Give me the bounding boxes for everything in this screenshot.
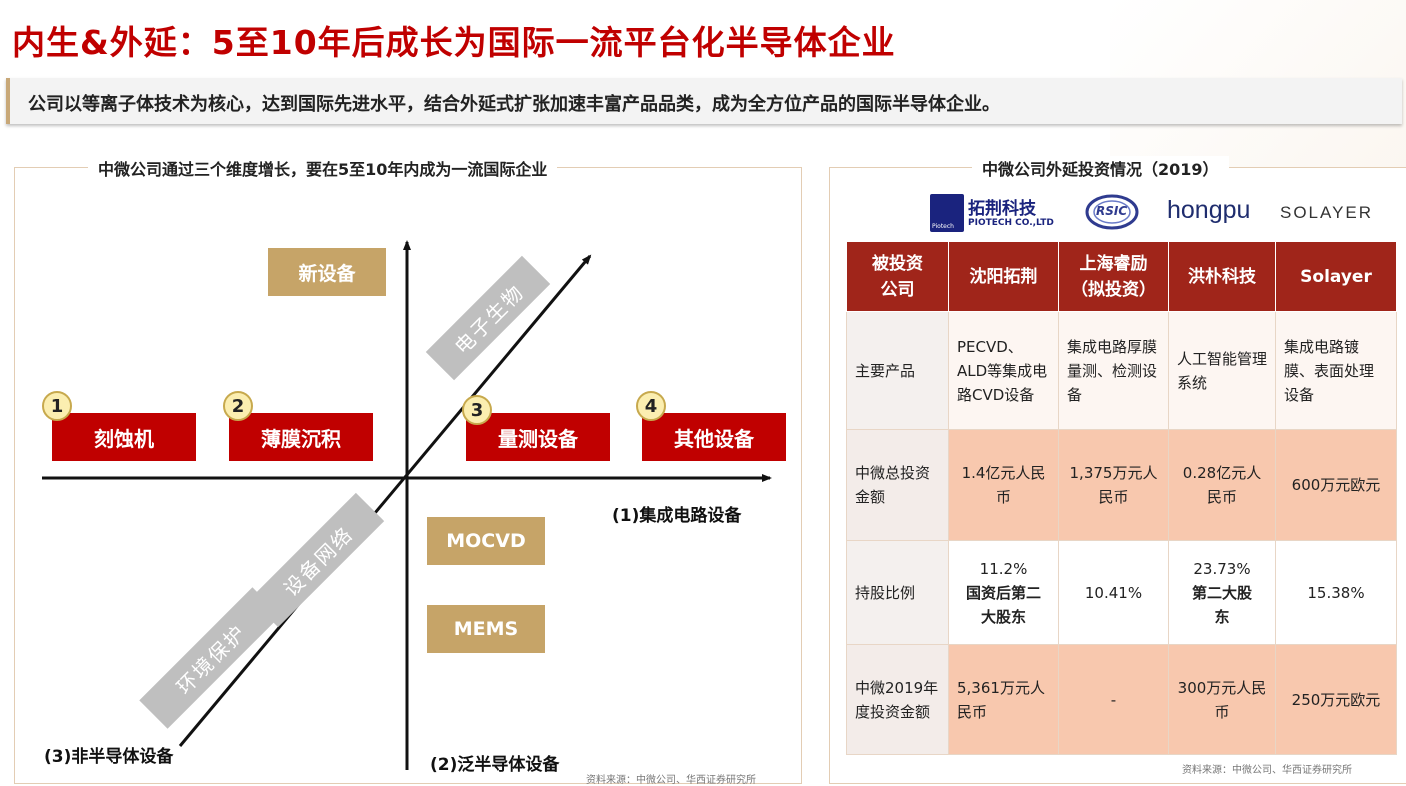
header-hongpu: 洪朴科技 [1168,241,1276,312]
subtitle-bar: 公司以等离子体技术为核心，达到国际先进水平，结合外延式扩张加速丰富产品品类，成为… [6,78,1402,124]
table-cell: 23.73% 第二大股东 [1168,540,1276,645]
shareholding-value: 23.73% [1193,559,1251,578]
table-cell: 集成电路镀膜、表面处理设备 [1275,311,1397,430]
table-cell: 集成电路厚膜量测、检测设备 [1058,311,1169,430]
page-title: 内生&外延：5至10年后成长为国际一流平台化半导体企业 [12,23,896,62]
pan-semi-axis-label: (2)泛半导体设备 [430,755,560,775]
thin-film-deposition-box: 薄膜沉积 [229,413,373,461]
rsic-logo-swirl [1085,194,1139,230]
mocvd-box: MOCVD [427,517,545,565]
number-badge-1: 1 [42,391,72,421]
row-label-total-investment: 中微总投资金额 [846,429,949,541]
table-cell: 300万元人民币 [1168,644,1276,755]
shareholding-note: 第二大股东 [1192,583,1253,626]
table-cell: - [1058,644,1169,755]
shareholding-value: 11.2% [979,559,1028,578]
row-label-shareholding: 持股比例 [846,540,949,645]
table-cell: 600万元欧元 [1275,429,1397,541]
etching-machine-label: 刻蚀机 [94,426,154,451]
other-equipment-label: 其他设备 [674,426,754,451]
number-badge-2: 2 [223,391,253,421]
piotech-logo: Piotech 拓荆科技 PIOTECH CO.,LTD [930,194,1058,234]
table-cell: 1,375万元人民币 [1058,429,1169,541]
table-row: 中微2019年度投资金额 5,361万元人民币 - 300万元人民币 250万元… [846,644,1397,755]
table-cell: 1.4亿元人民币 [948,429,1059,541]
table-row: 持股比例 11.2% 国资后第二大股东 10.41% 23.73% 第二大股东 … [846,540,1397,645]
rsic-logo-text: RSIC [1096,204,1128,218]
investment-table: 被投资公司 沈阳拓荆 上海睿励（拟投资） 洪朴科技 Solayer 主要产品 P… [846,241,1397,755]
metrology-equipment-label: 量测设备 [498,426,578,451]
other-equipment-box: 其他设备 [642,413,786,461]
mems-box: MEMS [427,605,545,653]
header-piotech: 沈阳拓荆 [948,241,1059,312]
table-cell: 5,361万元人民币 [948,644,1059,755]
ic-equipment-axis-label: (1)集成电路设备 [612,506,742,526]
left-panel-title: 中微公司通过三个维度增长，要在5至10年内成为一流国际企业 [88,156,558,180]
non-semi-axis-label: (3)非半导体设备 [44,747,174,767]
piotech-logo-cn: 拓荆科技 [968,199,1036,219]
number-badge-3: 3 [462,395,492,425]
subtitle-text: 公司以等离子体技术为核心，达到国际先进水平，结合外延式扩张加速丰富产品品类，成为… [28,94,1000,115]
table-cell: 0.28亿元人民币 [1168,429,1276,541]
header-investee: 被投资公司 [846,241,949,312]
number-badge-4: 4 [636,391,666,421]
row-label-2019-investment: 中微2019年度投资金额 [846,644,949,755]
header-rsic: 上海睿励（拟投资） [1058,241,1169,312]
table-header-row: 被投资公司 沈阳拓荆 上海睿励（拟投资） 洪朴科技 Solayer [846,241,1397,312]
left-source-note: 资料来源：中微公司、华西证券研究所 [586,775,756,786]
table-cell: 人工智能管理系统 [1168,311,1276,430]
header-solayer: Solayer [1275,241,1397,312]
right-panel-title: 中微公司外延投资情况（2019） [972,156,1229,180]
etching-machine-box: 刻蚀机 [52,413,196,461]
metrology-equipment-box: 量测设备 [466,413,610,461]
table-cell: 250万元欧元 [1275,644,1397,755]
new-equipment-box: 新设备 [268,248,386,296]
thin-film-deposition-label: 薄膜沉积 [261,426,341,451]
piotech-logo-small-text: Piotech [932,223,954,230]
table-row: 中微总投资金额 1.4亿元人民币 1,375万元人民币 0.28亿元人民币 60… [846,429,1397,541]
piotech-logo-en: PIOTECH CO.,LTD [968,218,1054,228]
right-source-note: 资料来源：中微公司、华西证券研究所 [1182,765,1352,776]
diagonal-axis-line [178,254,592,747]
shareholding-note: 国资后第二大股东 [965,583,1041,626]
hongpu-logo: hongpu [1167,196,1251,224]
table-cell: 15.38% [1275,540,1397,645]
table-cell: PECVD、ALD等集成电路CVD设备 [948,311,1059,430]
row-label-products: 主要产品 [846,311,949,430]
table-cell: 11.2% 国资后第二大股东 [948,540,1059,645]
solayer-logo: SOLAYER [1280,203,1374,222]
piotech-logo-mark: Piotech [930,194,964,232]
rsic-logo: RSIC [1084,192,1140,232]
table-cell: 10.41% [1058,540,1169,645]
table-row: 主要产品 PECVD、ALD等集成电路CVD设备 集成电路厚膜量测、检测设备 人… [846,311,1397,430]
